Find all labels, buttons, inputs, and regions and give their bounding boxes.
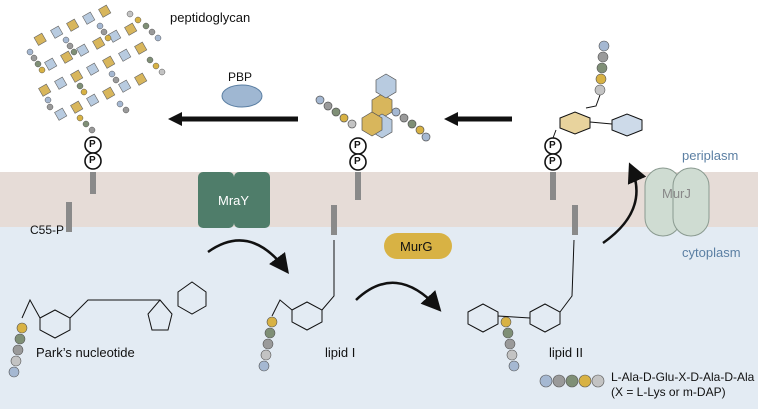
phosphate-p1: P (89, 139, 96, 150)
lipid-anchor-lipidII (572, 205, 578, 235)
parks-nucleotide-label: Park’s nucleotide (36, 345, 135, 360)
arrow-mray-curve (207, 239, 290, 274)
lipid-anchor-mid-top (355, 172, 361, 200)
murj-label: MurJ (662, 186, 691, 201)
lipid-i-label: lipid I (325, 345, 356, 360)
lipidII-top-structure (552, 94, 643, 139)
legend-peptide-sequence: L-Ala-D-Glu-X-D-Ala-D-Ala (611, 370, 755, 384)
peptidoglycan-mesh (33, 4, 148, 121)
murg-label: MurG (400, 239, 433, 254)
phosphate-p4: P (354, 156, 361, 167)
peptide-parks (8, 322, 28, 378)
pg-pyrophosphate (84, 136, 102, 170)
mray-label: MraY (218, 193, 250, 208)
lipid-anchor-lipidI (331, 205, 337, 235)
periplasm-label: periplasm (682, 148, 739, 163)
arrow-murj-curve (602, 162, 647, 245)
mid-pyrophosphate (349, 137, 367, 171)
phosphate-p6: P (549, 156, 556, 167)
pbp-enzyme (221, 84, 263, 108)
phosphate-p3: P (354, 140, 361, 151)
cytoplasm-zone (0, 227, 758, 409)
cytoplasm-label: cytoplasm (682, 245, 741, 260)
lipid-anchor-right-top (550, 172, 556, 200)
pbp-label: PBP (228, 70, 253, 84)
arrowhead-left-1 (168, 112, 182, 126)
lipidII-bottom-structure (467, 239, 575, 333)
arrowhead-left-2 (444, 112, 458, 126)
lipid-anchor-pg (90, 172, 96, 194)
arrow-murg-curve (355, 281, 442, 312)
lipid-ii-label: lipid II (549, 345, 583, 360)
peptide-lipidII-bottom (500, 316, 520, 372)
murg-enzyme (384, 233, 452, 259)
peptidoglycan-crosslinks (26, 10, 166, 134)
phosphate-p2: P (89, 155, 96, 166)
lipid-anchor-c55p (66, 202, 72, 232)
phosphate-p5: P (549, 140, 556, 151)
mid-glycan-unit (315, 73, 431, 142)
parks-structure (21, 281, 207, 339)
peptide-lipidI (258, 316, 278, 372)
mray-subunit-left (198, 172, 234, 228)
lipidI-structure (271, 240, 335, 331)
c55p-label: C55-P (30, 223, 65, 237)
membrane-band (0, 172, 758, 227)
mray-subunit-right (234, 172, 270, 228)
legend-peptide (539, 374, 605, 388)
peptidoglycan-label: peptidoglycan (170, 10, 251, 25)
legend-x-definition: (X = L-Lys or m-DAP) (611, 385, 726, 399)
peptide-lipidII-top (594, 40, 610, 96)
murj-lobe-right (672, 167, 710, 237)
